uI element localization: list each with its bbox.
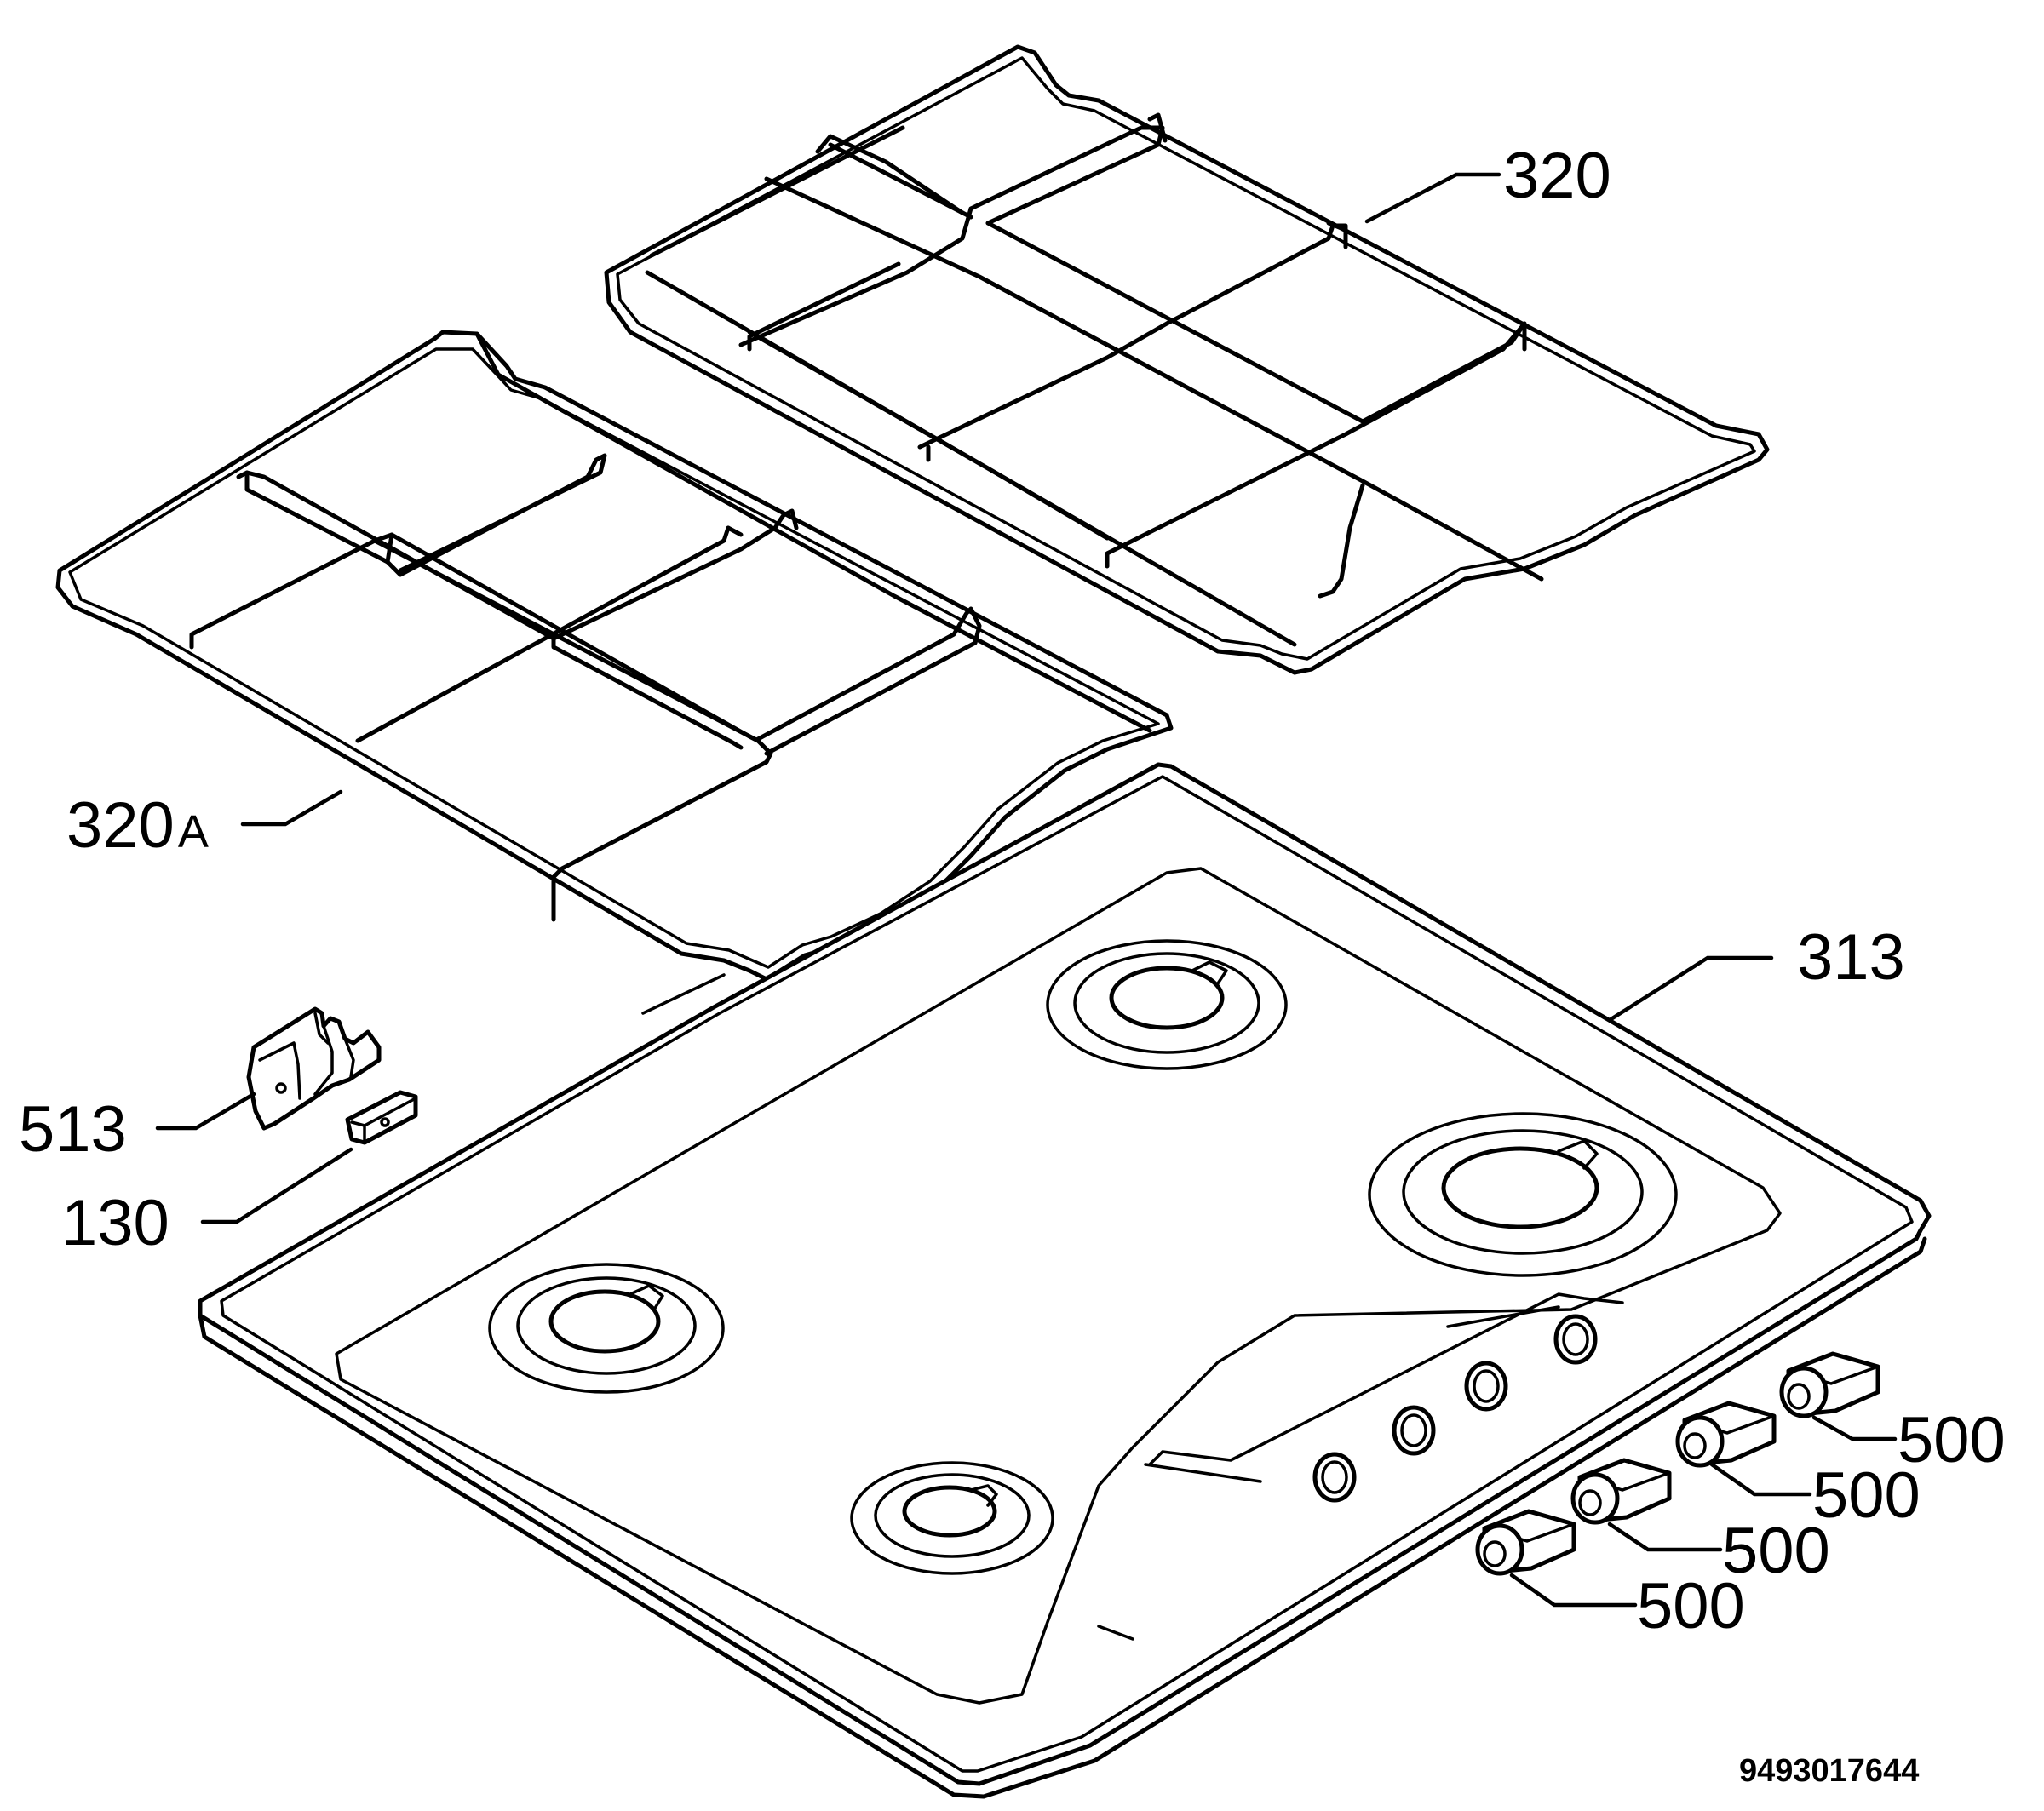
- knob-b: [1675, 1401, 1777, 1468]
- callout-320A: 320A: [66, 789, 209, 862]
- leader-500-a: [1811, 1415, 1898, 1441]
- hob-313: [198, 762, 1932, 1799]
- burner-rear-right: [1368, 1112, 1678, 1277]
- leader-lines: [155, 172, 1898, 1608]
- callout-313: 313: [1797, 921, 1905, 994]
- leader-320: [1364, 172, 1501, 224]
- leader-500-c: [1607, 1522, 1723, 1552]
- leader-313: [1607, 955, 1774, 1023]
- leader-513: [155, 1092, 256, 1131]
- knob-a: [1779, 1351, 1880, 1418]
- callout-labels: 320 320A 313 513 130 500 500 500 500 949…: [19, 140, 2006, 1789]
- callout-320A-number: 320: [66, 789, 175, 862]
- leader-320A: [240, 789, 343, 827]
- callout-500-c: 500: [1722, 1515, 1830, 1587]
- leader-500-d: [1509, 1573, 1638, 1608]
- callout-500-a: 500: [1898, 1404, 2006, 1476]
- callout-320: 320: [1503, 140, 1611, 212]
- grate-320: [604, 44, 1770, 675]
- knob-holes: [1312, 1314, 1598, 1503]
- knobs-500: [1475, 1351, 1880, 1576]
- burner-front-right: [850, 1461, 1054, 1575]
- leader-130: [200, 1147, 353, 1224]
- document-number: 9493017644: [1739, 1753, 1919, 1789]
- callout-513: 513: [19, 1093, 127, 1166]
- bracket-513: [246, 1006, 382, 1131]
- callout-500-b: 500: [1812, 1459, 1921, 1532]
- callout-500-d: 500: [1637, 1570, 1745, 1642]
- burner-front-left: [488, 1263, 725, 1394]
- leader-500-b: [1709, 1462, 1812, 1497]
- clip-130: [345, 1090, 418, 1145]
- knob-d: [1475, 1509, 1576, 1576]
- knob-c: [1570, 1458, 1672, 1525]
- callout-130: 130: [61, 1187, 169, 1259]
- burner-rear-left: [1046, 939, 1288, 1070]
- grate-320A: [55, 330, 1174, 982]
- callout-320A-suffix: A: [178, 806, 209, 857]
